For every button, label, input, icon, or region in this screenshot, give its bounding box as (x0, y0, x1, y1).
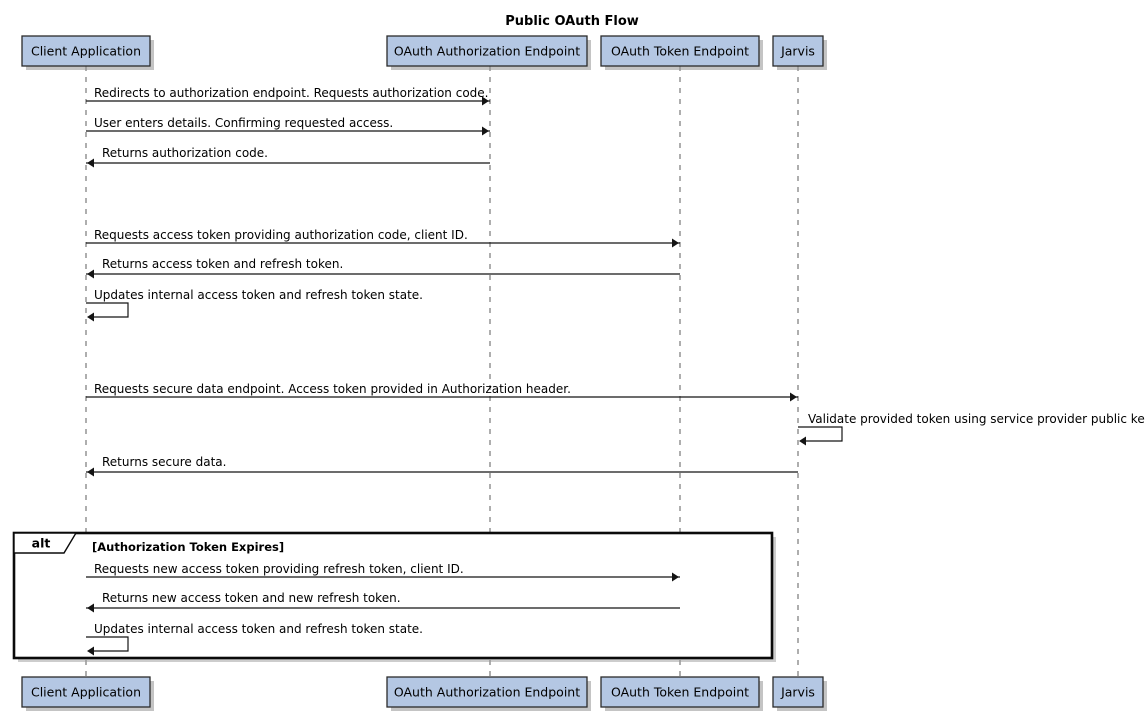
message-10: Requests new access token providing refr… (86, 562, 680, 582)
message-9: Returns secure data. (86, 455, 798, 477)
participant-box[interactable] (772, 676, 824, 708)
fragment-box (12, 531, 774, 660)
arrow-head-icon (672, 572, 679, 582)
arrow-head-icon (482, 96, 489, 106)
participant-label: Client Application (31, 685, 141, 700)
message-label: Requests new access token providing refr… (94, 562, 464, 576)
participant-jarvis-bottom[interactable]: Jarvis (772, 676, 827, 711)
message-label: User enters details. Confirming requeste… (94, 116, 393, 130)
alt-fragment: alt [Authorization Token Expires] (12, 531, 776, 662)
message-5: Returns access token and refresh token. (86, 257, 680, 279)
messages-layer: Redirects to authorization endpoint. Req… (86, 86, 1145, 656)
participant-label: OAuth Token Endpoint (611, 685, 749, 700)
message-8: Validate provided token using service pr… (798, 412, 1145, 446)
arrow-head-icon (87, 269, 94, 279)
message-label: Returns new access token and new refresh… (102, 591, 401, 605)
page-title: Public OAuth Flow (505, 14, 639, 29)
message-11: Returns new access token and new refresh… (86, 591, 680, 613)
participant-label: Client Application (31, 44, 141, 59)
message-label: Redirects to authorization endpoint. Req… (94, 86, 488, 100)
participant-label: Jarvis (780, 685, 815, 700)
participant-box[interactable] (386, 676, 588, 708)
arrow-head-icon (482, 126, 489, 136)
arrow-head-icon (87, 603, 94, 613)
participant-box[interactable] (600, 676, 760, 708)
message-label: Updates internal access token and refres… (94, 622, 423, 636)
participant-client-bottom[interactable]: Client Application (21, 676, 154, 711)
message-1: Redirects to authorization endpoint. Req… (86, 86, 490, 106)
message-label: Validate provided token using service pr… (808, 412, 1145, 426)
message-label: Returns authorization code. (102, 146, 268, 160)
message-4: Requests access token providing authoriz… (86, 228, 680, 248)
message-label: Requests access token providing authoriz… (94, 228, 468, 242)
participant-box[interactable] (21, 35, 151, 67)
fragment-condition-label: [Authorization Token Expires] (92, 540, 284, 554)
self-message-line (86, 302, 129, 318)
message-label: Updates internal access token and refres… (94, 288, 423, 302)
fragment-tab (13, 532, 78, 554)
message-6: Updates internal access token and refres… (86, 288, 423, 322)
arrow-head-icon (87, 467, 94, 477)
participant-label: OAuth Authorization Endpoint (394, 44, 580, 59)
message-7: Requests secure data endpoint. Access to… (86, 382, 798, 402)
arrow-head-icon (87, 312, 94, 322)
participant-authz-top[interactable]: OAuth Authorization Endpoint (386, 35, 591, 70)
arrow-head-icon (672, 238, 679, 248)
fragment-tab-label: alt (32, 536, 51, 551)
message-3: Returns authorization code. (86, 146, 490, 168)
message-label: Returns secure data. (102, 455, 226, 469)
participant-jarvis-top[interactable]: Jarvis (772, 35, 827, 70)
participant-box[interactable] (386, 35, 588, 67)
participant-label: OAuth Authorization Endpoint (394, 685, 580, 700)
participant-label: OAuth Token Endpoint (611, 44, 749, 59)
participant-authz-bottom[interactable]: OAuth Authorization Endpoint (386, 676, 591, 711)
participant-token-top[interactable]: OAuth Token Endpoint (600, 35, 763, 70)
participant-box[interactable] (600, 35, 760, 67)
participant-box[interactable] (772, 35, 824, 67)
participant-token-bottom[interactable]: OAuth Token Endpoint (600, 676, 763, 711)
arrow-head-icon (87, 646, 94, 656)
participant-box[interactable] (21, 676, 151, 708)
message-label: Returns access token and refresh token. (102, 257, 343, 271)
arrow-head-icon (790, 392, 797, 402)
message-label: Requests secure data endpoint. Access to… (94, 382, 571, 396)
arrow-head-icon (87, 158, 94, 168)
self-message-line (86, 636, 129, 652)
self-message-line (798, 426, 843, 442)
participant-label: Jarvis (780, 44, 815, 59)
message-2: User enters details. Confirming requeste… (86, 116, 490, 136)
arrow-head-icon (799, 436, 806, 446)
message-12: Updates internal access token and refres… (86, 622, 423, 656)
participant-client-top[interactable]: Client Application (21, 35, 154, 70)
